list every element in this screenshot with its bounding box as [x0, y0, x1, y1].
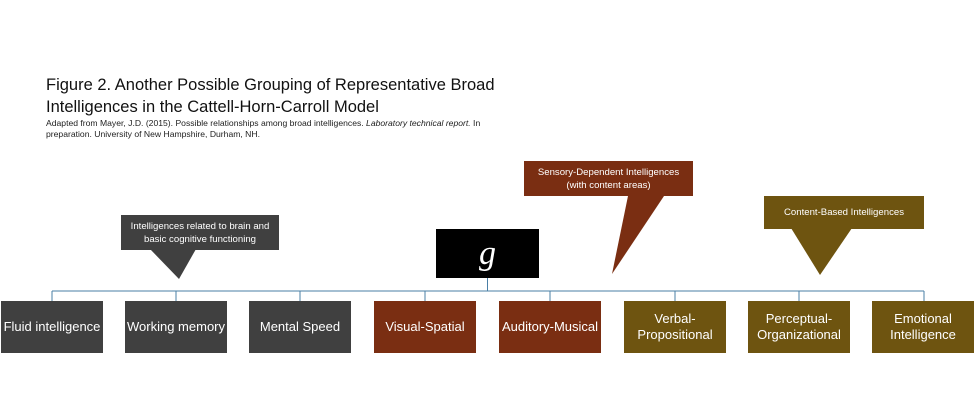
- node-mental-speed: Mental Speed: [249, 301, 351, 353]
- callout-content-based: Content-Based Intelligences: [764, 196, 924, 229]
- figure-title: Figure 2. Another Possible Grouping of R…: [46, 76, 495, 116]
- node-visual-spatial: Visual-Spatial: [374, 301, 476, 353]
- tree-lines: [51, 278, 925, 301]
- callout-tail-content: [791, 228, 852, 275]
- node-emotional-intelligence: Emotional Intelligence: [872, 301, 974, 353]
- citation-italic-text: Laboratory technical report.: [366, 118, 471, 128]
- figure-citation: Adapted from Mayer, J.D. (2015). Possibl…: [46, 118, 516, 140]
- node-auditory-musical: Auditory-Musical: [499, 301, 601, 353]
- callout-sensory-dependent: Sensory-Dependent Intelligences (with co…: [524, 161, 693, 196]
- citation-text-end: In preparation. University of New Hampsh…: [46, 118, 481, 139]
- callout-tail-sensory: [612, 196, 664, 274]
- node-verbal-propositional: Verbal-Propositional: [624, 301, 726, 353]
- node-working-memory: Working memory: [125, 301, 227, 353]
- callout-tail-basic: [150, 249, 196, 279]
- citation-text: Adapted from Mayer, J.D. (2015). Possibl…: [46, 118, 367, 128]
- callout-basic-cognitive: Intelligences related to brain and basic…: [121, 215, 279, 250]
- node-perceptual-organizational: Perceptual-Organizational: [748, 301, 850, 353]
- general-intelligence-node: g: [436, 229, 539, 278]
- node-fluid-intelligence: Fluid intelligence: [1, 301, 103, 353]
